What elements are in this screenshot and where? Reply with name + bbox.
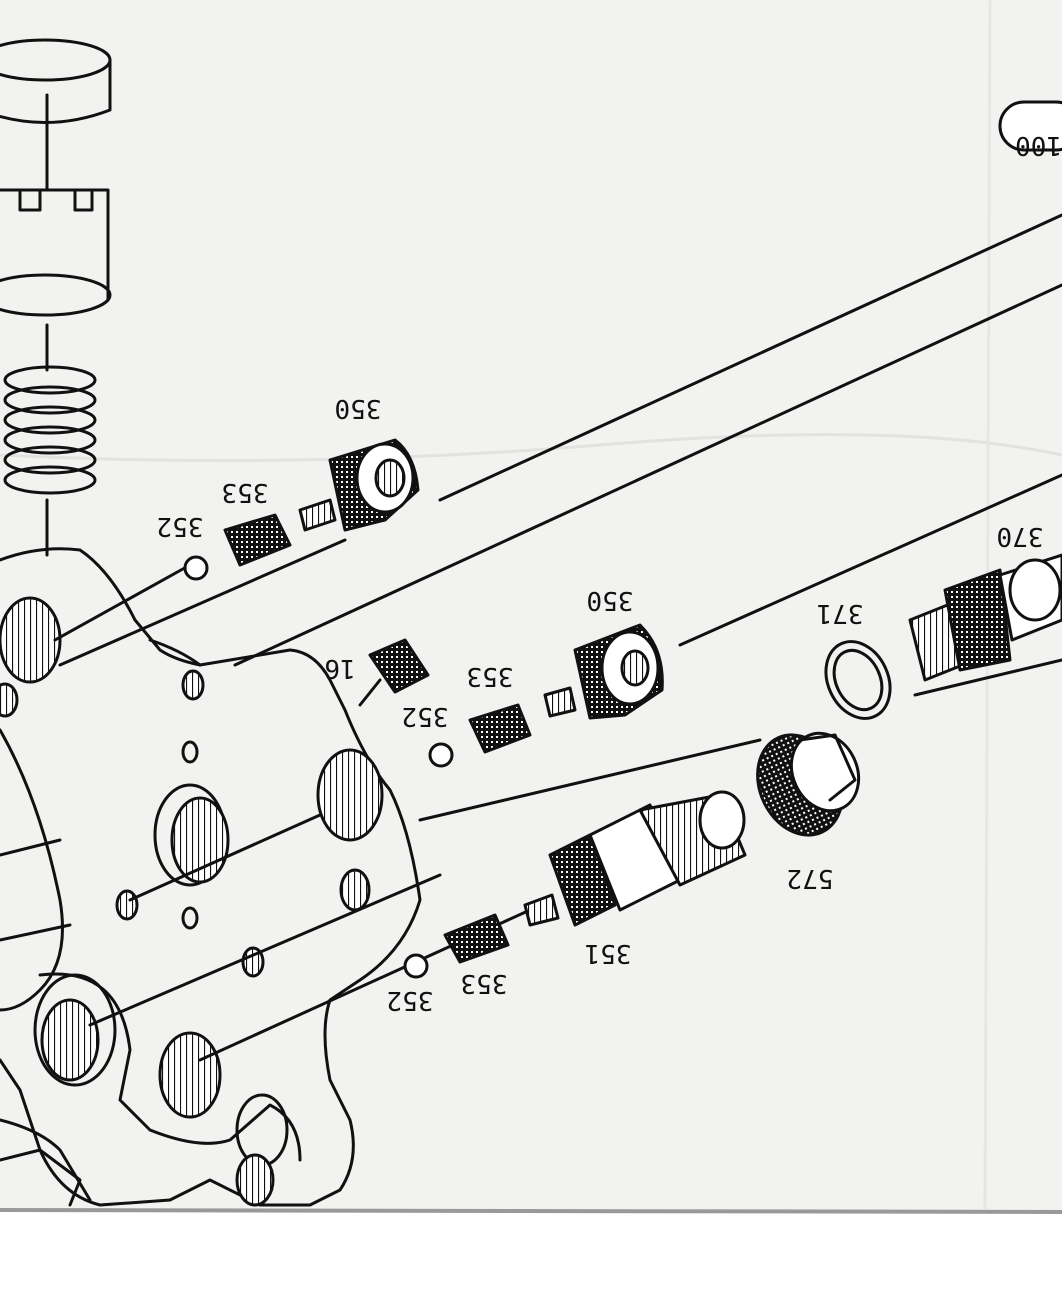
ball-352-upper bbox=[183, 555, 209, 581]
part-label-371: 371 bbox=[817, 598, 864, 628]
part-label-350: 350 bbox=[587, 585, 634, 615]
housing-outline bbox=[0, 1148, 82, 1207]
housing-hole bbox=[241, 946, 265, 978]
leader-line bbox=[358, 678, 382, 707]
valve-350-middle bbox=[543, 623, 664, 720]
leader-line bbox=[58, 538, 347, 667]
housing-outline bbox=[0, 728, 64, 1012]
housing-port bbox=[316, 748, 384, 842]
part-label-353: 353 bbox=[222, 477, 269, 507]
cup-part bbox=[0, 188, 112, 317]
housing-outline bbox=[0, 547, 422, 1207]
part-label-353: 353 bbox=[461, 968, 508, 998]
lower-margin bbox=[0, 1212, 1062, 1299]
part-label-572: 572 bbox=[787, 863, 834, 893]
paper-sheet bbox=[0, 0, 1062, 1212]
housing-hole bbox=[0, 682, 19, 718]
leader-line bbox=[88, 873, 442, 1027]
part-label-352: 352 bbox=[387, 985, 434, 1015]
housing-outline bbox=[0, 1118, 92, 1202]
part-label-370: 370 bbox=[997, 521, 1044, 551]
leader-line bbox=[438, 213, 1062, 502]
paper-crease bbox=[0, 433, 1062, 463]
spring-353-upper bbox=[223, 513, 292, 567]
housing-port bbox=[0, 596, 62, 684]
housing-hole bbox=[181, 906, 199, 930]
leader-line bbox=[128, 813, 322, 902]
valve-350-upper bbox=[298, 438, 420, 532]
spring-353-lower bbox=[443, 913, 510, 964]
ball-352-middle bbox=[428, 742, 454, 768]
part-label-352: 352 bbox=[402, 701, 449, 731]
housing-hole bbox=[181, 740, 199, 764]
reference-badge bbox=[998, 100, 1062, 152]
sheet-bottom-edge bbox=[0, 1208, 1062, 1214]
housing-port bbox=[158, 1031, 222, 1119]
leader-line bbox=[53, 563, 192, 642]
part-label-350: 350 bbox=[335, 393, 382, 423]
housing-port bbox=[235, 1093, 289, 1207]
housing-hole bbox=[181, 669, 205, 701]
ball-352-lower bbox=[403, 953, 429, 979]
housing-hole bbox=[115, 889, 139, 921]
part-label-353: 353 bbox=[467, 661, 514, 691]
ref-label-100: 100 bbox=[1015, 130, 1062, 160]
housing-hole bbox=[339, 868, 371, 912]
leader-line bbox=[233, 283, 1062, 667]
valve-351 bbox=[523, 790, 747, 927]
spring-part bbox=[3, 365, 97, 495]
cap-572 bbox=[756, 731, 861, 837]
leader-line bbox=[0, 838, 62, 857]
ring-371 bbox=[824, 640, 892, 720]
cap-part bbox=[0, 38, 112, 124]
leader-line bbox=[913, 658, 1062, 697]
leader-line bbox=[678, 473, 1062, 647]
spring-353-middle bbox=[468, 703, 532, 754]
part-label-16: 16 bbox=[324, 653, 355, 683]
leader-line bbox=[418, 738, 762, 822]
part-labels: 100 350 353 352 16 350 353 352 371 370 5… bbox=[157, 130, 1062, 1015]
part-label-352: 352 bbox=[157, 511, 204, 541]
fitting-370 bbox=[908, 553, 1062, 682]
seal-16 bbox=[368, 638, 430, 694]
housing-outline bbox=[148, 638, 202, 667]
leader-line bbox=[0, 923, 72, 942]
part-label-351: 351 bbox=[585, 938, 632, 968]
housing-port bbox=[33, 973, 117, 1087]
